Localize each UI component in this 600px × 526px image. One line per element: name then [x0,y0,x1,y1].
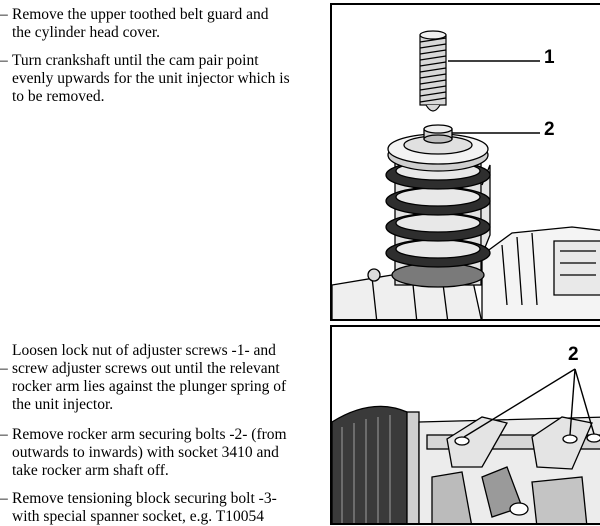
step-dash: – [0,360,8,377]
step-4: – Remove rocker arm securing bolts -2- (… [0,426,330,480]
step-line: to be removed. [12,88,105,105]
step-line: evenly upwards for the unit injector whi… [12,70,290,87]
figure-adjuster-screw: 1 2 [330,3,600,321]
step-line: take rocker arm shaft off. [12,462,169,479]
step-line: Remove rocker arm securing bolts -2- (fr… [12,426,287,443]
step-line: Remove the upper toothed belt guard and [12,6,269,23]
callout-1: 1 [544,47,555,68]
step-line: rocker arm lies against the plunger spri… [12,378,287,395]
figure-rocker-arm-shaft: 2 [330,325,600,525]
step-line: outwards to inwards) with socket 3410 an… [12,444,279,461]
rocker-arm-illustration [332,368,600,523]
step-dash: – [0,490,8,507]
step-2: – Turn crankshaft until the cam pair poi… [0,52,330,106]
step-line: Turn crankshaft until the cam pair point [12,52,259,69]
adjuster-screw-illustration [332,30,600,319]
step-1: – Remove the upper toothed belt guard an… [0,6,330,42]
step-5: – Remove tensioning block securing bolt … [0,490,330,526]
step-line: the unit injector. [12,396,114,413]
step-line: Remove tensioning block securing bolt -3… [12,490,277,507]
step-line: the cylinder head cover. [12,24,161,41]
callout-2: 2 [544,119,555,140]
step-dash: – [0,52,8,69]
step-dash: – [0,6,8,23]
step-dash: – [0,426,8,443]
callout-2: 2 [568,344,579,365]
step-line: Loosen lock nut of adjuster screws -1- a… [12,342,276,359]
step-line: screw adjuster screws out until the rele… [12,360,280,377]
step-line: with special spanner socket, e.g. T10054 [12,508,264,525]
step-3: – Loosen lock nut of adjuster screws -1-… [0,342,330,414]
